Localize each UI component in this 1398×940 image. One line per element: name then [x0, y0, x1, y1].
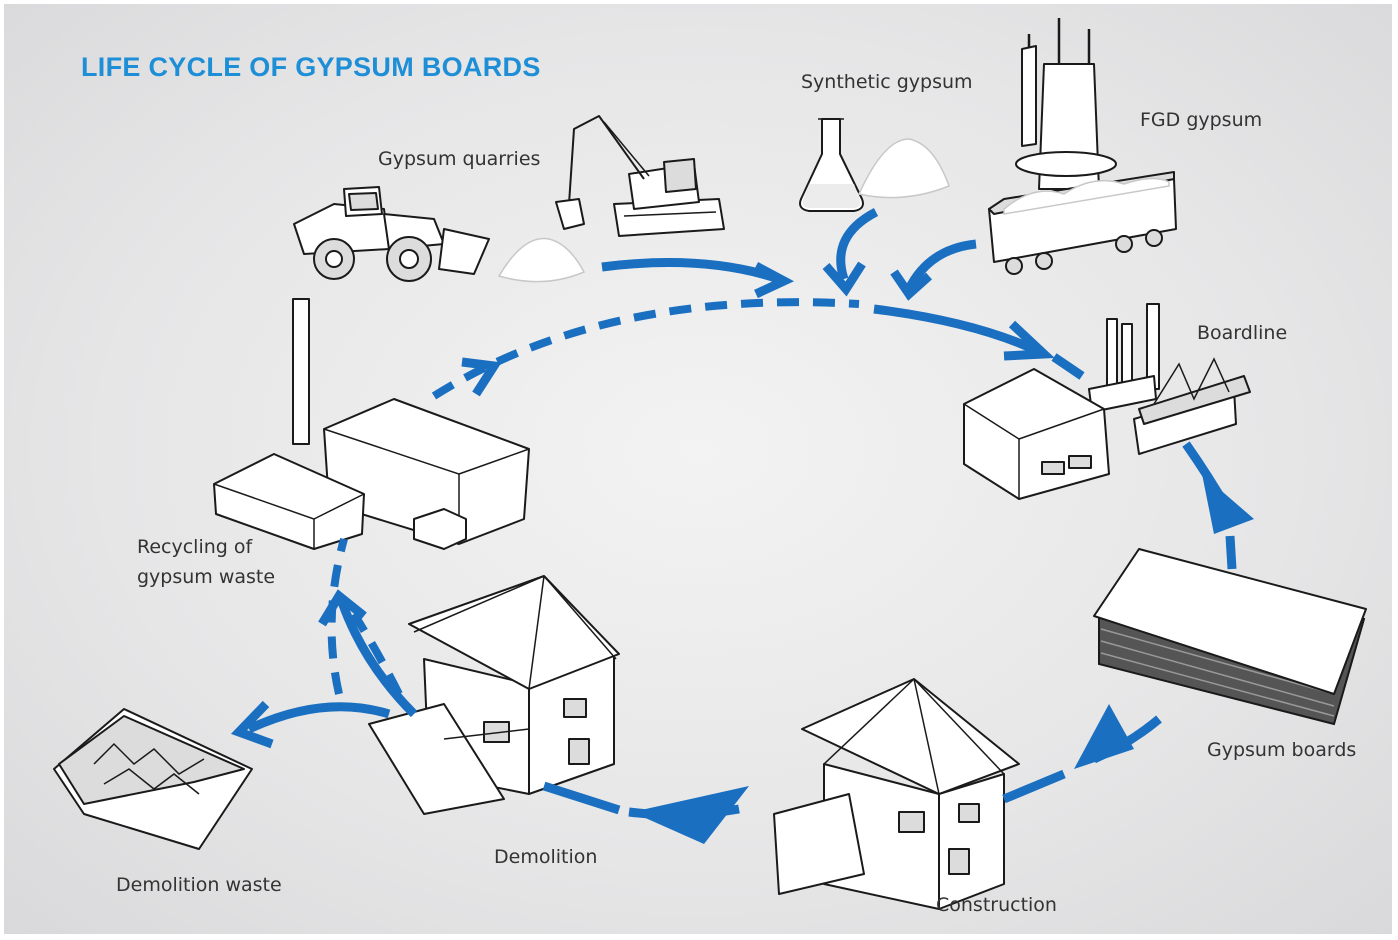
arrowhead-demolition	[632, 786, 749, 844]
arrowhead-recycled	[461, 357, 502, 397]
arrow-to-recycling-solid	[337, 600, 418, 718]
arrow-fgd	[904, 239, 977, 292]
arrow-to-recycling-dashed-2	[350, 611, 403, 696]
arrow-to-recycling-dashed	[327, 537, 348, 695]
boardline-factory-icon	[963, 303, 1251, 500]
arrowhead-waste	[230, 700, 274, 749]
gypsum-pile-icon	[497, 237, 586, 283]
flask-icon	[799, 118, 864, 212]
arrow-demolition-tail	[542, 781, 621, 815]
arrow-quarries	[601, 258, 781, 284]
label-demolition: Demolition	[494, 846, 598, 868]
arrow-synthetic	[836, 208, 879, 281]
gypsum-boards-stack-icon	[1093, 548, 1367, 726]
label-construction: Construction	[936, 894, 1057, 916]
label-fgd-gypsum: FGD gypsum	[1140, 109, 1263, 131]
label-gypsum-quarries: Gypsum quarries	[378, 148, 541, 170]
arrowhead-boards	[1202, 474, 1254, 534]
diagram-canvas: LIFE CYCLE OF GYPSUM BOARDS Gypsum quarr…	[4, 4, 1392, 934]
arrowhead-fgd	[890, 269, 933, 301]
waste-container-icon	[53, 708, 253, 850]
label-recycling-line-2: gypsum waste	[137, 566, 276, 588]
fgd-tower-icon	[1015, 18, 1117, 190]
arrowhead-boardline	[1003, 320, 1055, 361]
arrowhead-recycling-solid	[318, 589, 367, 627]
arrow-to-boardline	[873, 304, 1046, 359]
label-synthetic-gypsum: Synthetic gypsum	[801, 71, 973, 93]
label-boardline: Boardline	[1197, 322, 1288, 344]
arrowhead-synthetic	[822, 261, 866, 297]
rail-wagon-icon	[988, 171, 1177, 275]
recycling-plant-icon	[213, 298, 530, 550]
arrowhead-quarries	[753, 262, 795, 299]
arrow-boards-tail	[1225, 535, 1237, 570]
arrow-construction-tail	[1002, 769, 1066, 804]
label-demolition-waste: Demolition waste	[116, 874, 282, 896]
arrowhead-construction	[1074, 704, 1134, 769]
label-gypsum-boards: Gypsum boards	[1207, 739, 1357, 761]
diagram-scene	[53, 18, 1367, 910]
arrow-to-waste	[247, 702, 391, 734]
construction-house-icon	[773, 678, 1020, 910]
cycle-arrows	[230, 208, 1254, 844]
label-recycling-line-1: Recycling of	[137, 536, 253, 558]
arrow-boardline-tail	[1051, 353, 1085, 380]
synthetic-gypsum-pile-icon	[857, 138, 950, 199]
diagram-title: LIFE CYCLE OF GYPSUM BOARDS	[81, 52, 541, 82]
excavator-icon	[555, 115, 725, 237]
wheel-loader-icon	[293, 186, 490, 282]
arrow-recycled-path	[431, 298, 860, 400]
demolition-house-icon	[368, 575, 620, 815]
